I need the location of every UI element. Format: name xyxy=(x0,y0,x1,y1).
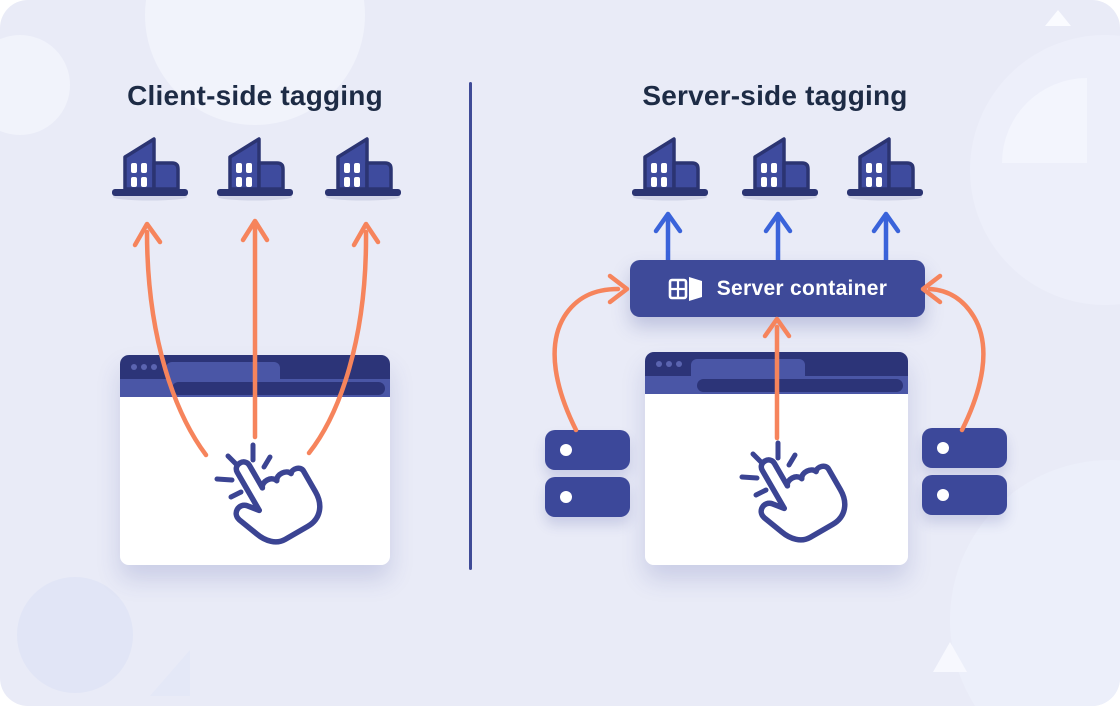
blue-arrowhead xyxy=(653,211,683,234)
orange-arrowhead-right xyxy=(920,273,943,305)
server-container-label: Server container xyxy=(716,276,888,300)
rack-unit xyxy=(545,477,630,517)
bg-circle xyxy=(17,577,133,693)
click-cursor-icon xyxy=(725,421,865,551)
server-rack xyxy=(922,428,1007,515)
browser-tab xyxy=(166,362,280,379)
window-dot xyxy=(676,361,682,367)
window-dot xyxy=(141,364,147,370)
led-dot xyxy=(937,489,949,501)
led-dot xyxy=(560,491,572,503)
client-arrow-left xyxy=(144,229,209,458)
building-icon xyxy=(630,137,710,202)
orange-arrowhead-center xyxy=(762,316,792,339)
client-arrows xyxy=(132,218,381,458)
server-rack xyxy=(545,430,630,517)
window-dot xyxy=(666,361,672,367)
window-dot xyxy=(656,361,662,367)
orange-arrow-right xyxy=(927,286,986,433)
address-bar xyxy=(172,381,385,395)
blue-arrowhead xyxy=(871,211,901,234)
window-dot xyxy=(131,364,137,370)
client-arrowhead-left xyxy=(132,221,163,248)
building-icon xyxy=(323,137,403,202)
blue-arrowhead xyxy=(763,211,793,234)
rack-unit xyxy=(922,475,1007,515)
client-arrowhead-center xyxy=(240,218,270,243)
building-icon xyxy=(215,137,295,202)
panel-divider xyxy=(469,82,472,570)
bg-circle xyxy=(0,35,70,135)
led-dot xyxy=(560,444,572,456)
bg-triangle xyxy=(1045,10,1071,26)
led-dot xyxy=(937,442,949,454)
rack-unit xyxy=(922,428,1007,468)
window-dot xyxy=(151,364,157,370)
server-container: Server container xyxy=(630,260,925,317)
building-icon xyxy=(845,137,925,202)
client-panel-title: Client-side tagging xyxy=(127,80,383,111)
bg-triangle xyxy=(150,650,190,696)
server-orange-arrows xyxy=(552,273,986,441)
rack-unit xyxy=(545,430,630,470)
orange-arrow-left xyxy=(552,286,621,433)
bg-triangle xyxy=(933,642,967,672)
server-panel-title: Server-side tagging xyxy=(642,80,908,111)
building-icon xyxy=(110,137,190,202)
server-blue-arrows xyxy=(653,211,901,263)
address-bar xyxy=(697,378,903,392)
client-arrowhead-right xyxy=(351,221,381,248)
click-cursor-icon xyxy=(200,423,340,553)
orange-arrowhead-left xyxy=(607,273,630,305)
building-icon xyxy=(740,137,820,202)
client-arrow-right xyxy=(306,229,369,456)
